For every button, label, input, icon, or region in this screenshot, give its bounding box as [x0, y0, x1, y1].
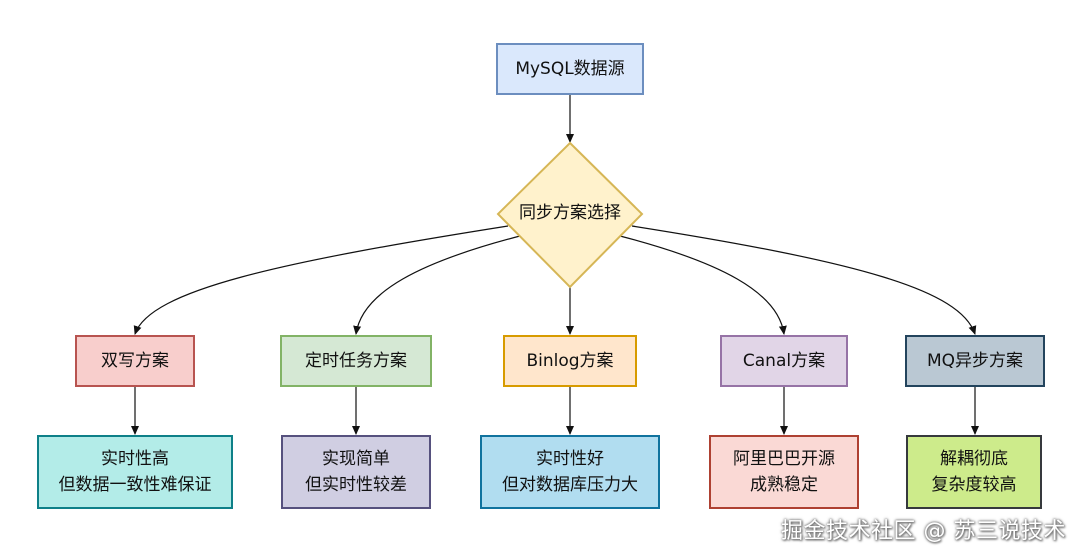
result-line2: 但数据一致性难保证	[58, 475, 212, 495]
edge-decision-to-mq-async	[631, 225, 977, 335]
result-node-binlog: 实时性好 但对数据库压力大	[480, 435, 660, 509]
result-node-mq-async: 解耦彻底 复杂度较高	[906, 435, 1042, 509]
result-node-canal: 阿里巴巴开源 成熟稳定	[709, 435, 859, 509]
option-label: Binlog方案	[526, 351, 614, 371]
option-node-mq-async: MQ异步方案	[905, 335, 1045, 387]
option-node-canal: Canal方案	[720, 335, 848, 387]
result-line1: 实时性高	[101, 449, 169, 469]
decision-diamond	[496, 141, 644, 289]
edge-decision-to-dual-write	[133, 225, 509, 335]
result-node-dual-write: 实时性高 但数据一致性难保证	[37, 435, 233, 509]
option-node-dual-write: 双写方案	[75, 335, 195, 387]
option-node-scheduled-task: 定时任务方案	[280, 335, 432, 387]
result-node-scheduled-task: 实现简单 但实时性较差	[281, 435, 431, 509]
option-label: 双写方案	[101, 351, 169, 371]
source-node: MySQL数据源	[496, 43, 644, 95]
edge-decision-to-scheduled-task	[353, 235, 521, 335]
result-line1: 实现简单	[322, 449, 390, 469]
option-node-binlog: Binlog方案	[503, 335, 637, 387]
result-line1: 解耦彻底	[940, 449, 1008, 469]
result-line1: 实时性好	[536, 449, 604, 469]
source-label: MySQL数据源	[515, 59, 625, 79]
result-line2: 成熟稳定	[750, 475, 818, 495]
decision-label: 同步方案选择	[519, 203, 621, 223]
edge-decision-to-canal	[619, 235, 787, 335]
option-label: MQ异步方案	[926, 351, 1024, 371]
edges-group	[131, 95, 979, 435]
watermark: 掘金技术社区 @ 苏三说技术	[781, 519, 1066, 544]
option-label: Canal方案	[742, 351, 826, 371]
result-line2: 但实时性较差	[305, 475, 407, 495]
result-line1: 阿里巴巴开源	[733, 449, 835, 469]
result-line2: 复杂度较高	[931, 475, 1017, 495]
option-label: 定时任务方案	[305, 351, 407, 371]
result-line2: 但对数据库压力大	[502, 475, 638, 495]
